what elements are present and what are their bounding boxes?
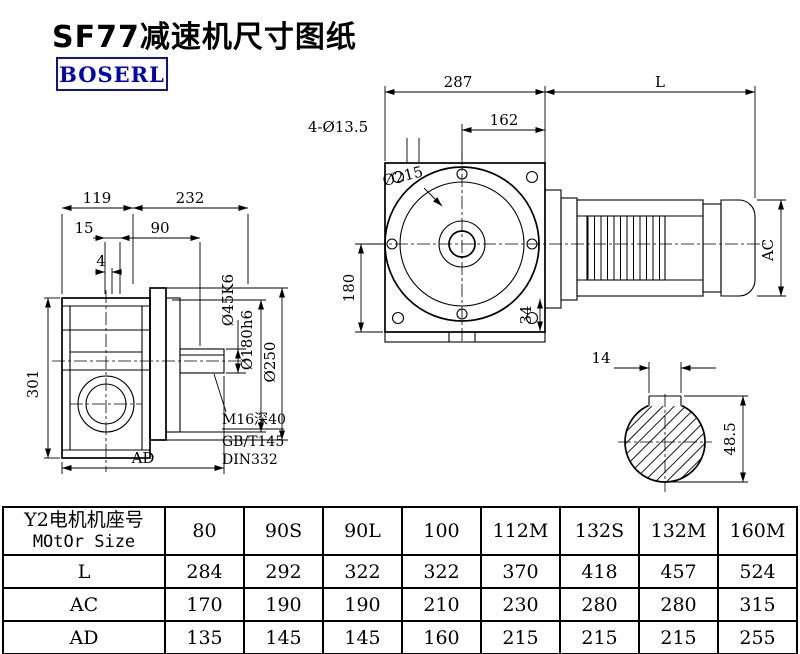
- column-header: 112M: [480, 506, 561, 556]
- dimension-cell: 215: [559, 620, 640, 654]
- row-label: AC: [2, 587, 166, 622]
- page-title: SF77减速机尺寸图纸: [52, 20, 357, 55]
- motor-size-header-cell: Y2电机机座号 MOtOr Size: [2, 506, 166, 556]
- dimension-cell: 322: [322, 554, 403, 589]
- dimension-cell: 160: [401, 620, 482, 654]
- key-height-label: 48.5: [721, 422, 739, 455]
- key-width-label: 14: [591, 349, 610, 367]
- dim-287-label: 287: [444, 75, 473, 91]
- motor-fins: [586, 215, 666, 281]
- dimension-cell: 284: [164, 554, 245, 589]
- table-row-l: L 284 292 322 322 370 418 457 524: [2, 554, 798, 589]
- dim-180-label: 180: [340, 274, 358, 303]
- dim-34-label: 34: [517, 305, 535, 324]
- spigot-dia-label: Ø180h6: [238, 310, 256, 370]
- dimension-cell: 135: [164, 620, 245, 654]
- dimension-cell: 370: [480, 554, 561, 589]
- side-view-dimensions: 119 232 15 90 4 301 AD: [24, 189, 288, 474]
- dim-ac-label: AC: [759, 239, 777, 262]
- row-label: L: [2, 554, 166, 589]
- dim-232-label: 232: [176, 189, 205, 207]
- dim-301-label: 301: [24, 370, 42, 399]
- dim-90-label: 90: [150, 219, 169, 237]
- dimension-cell: 145: [243, 620, 324, 654]
- dim-15-label: 15: [74, 219, 93, 237]
- gb-note-label: GB/T145: [222, 434, 284, 450]
- dimension-cell: 145: [322, 620, 403, 654]
- technical-drawing: 119 232 15 90 4 301 AD: [24, 75, 786, 492]
- flange-od-label: Ø250: [261, 342, 279, 383]
- dim-l-label: L: [655, 75, 665, 91]
- dimension-cell: 190: [243, 587, 324, 622]
- motor-size-label-cn: Y2电机机座号: [24, 509, 144, 532]
- column-header: 90L: [322, 506, 403, 556]
- flange-dia-label: Ø215: [381, 162, 425, 189]
- dimension-cell: 255: [717, 620, 798, 654]
- column-header: 132S: [559, 506, 640, 556]
- column-header: 80: [164, 506, 245, 556]
- column-header: 160M: [717, 506, 798, 556]
- dimension-cell: 215: [638, 620, 719, 654]
- dim-ad-label: AD: [131, 449, 155, 467]
- dim-4-label: 4: [96, 252, 106, 270]
- dimension-cell: 418: [559, 554, 640, 589]
- dimension-cell: 280: [638, 587, 719, 622]
- din-note-label: DIN332: [222, 452, 278, 468]
- column-header: 90S: [243, 506, 324, 556]
- motor-size-label-en: MOtOr Size: [32, 532, 136, 553]
- row-label: AD: [2, 620, 166, 654]
- dimension-cell: 457: [638, 554, 719, 589]
- motor-geometry: [373, 152, 766, 344]
- fan-cover: [720, 199, 756, 297]
- motor-size-table: Y2电机机座号 MOtOr Size 80 90S 90L 100 112M 1…: [2, 506, 798, 654]
- dimension-cell: 190: [322, 587, 403, 622]
- dimension-cell: 215: [480, 620, 561, 654]
- dim-162-label: 162: [490, 111, 519, 129]
- dimension-cell: 170: [164, 587, 245, 622]
- side-view-geometry: [52, 287, 246, 472]
- column-header: 100: [401, 506, 482, 556]
- dimension-cell: 210: [401, 587, 482, 622]
- table-header-row: Y2电机机座号 MOtOr Size 80 90S 90L 100 112M 1…: [2, 506, 798, 556]
- holes-note-label: 4-Ø13.5: [308, 118, 368, 136]
- dimension-cell: 315: [717, 587, 798, 622]
- table-row-ac: AC 170 190 190 210 230 280 280 315: [2, 587, 798, 622]
- dimension-cell: 524: [717, 554, 798, 589]
- dimension-cell: 322: [401, 554, 482, 589]
- dimension-cell: 230: [480, 587, 561, 622]
- shaft-section-dimensions: 14 48.5: [591, 349, 748, 483]
- table-row-ad: AD 135 145 145 160 215 215 215 255: [2, 620, 798, 654]
- tap-note-label: M16深40: [222, 412, 286, 428]
- shaft-section-geometry: [618, 392, 712, 492]
- dimension-cell: 292: [243, 554, 324, 589]
- column-header: 132M: [638, 506, 719, 556]
- boserl-logo: BOSERL: [56, 57, 168, 91]
- dimension-cell: 280: [559, 587, 640, 622]
- dim-119-label: 119: [83, 189, 112, 207]
